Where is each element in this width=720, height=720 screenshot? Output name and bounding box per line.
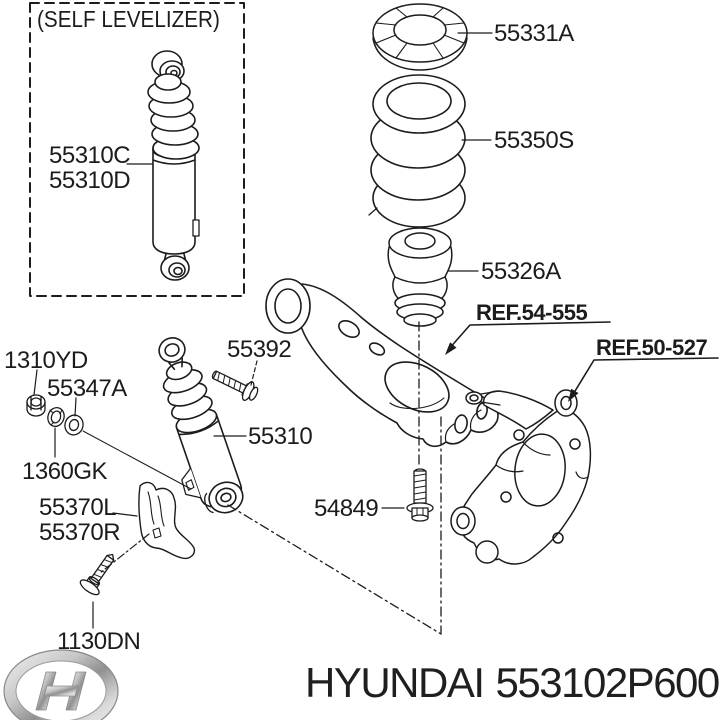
part-label-flange-nut: 1310YD — [4, 347, 88, 374]
part-label-shock-bolt: 55392 — [227, 336, 292, 363]
part-label-plain-washer: 55347A — [47, 375, 127, 402]
rear-arm-drawing — [265, 278, 499, 448]
part-label-shock: 55310 — [248, 423, 313, 450]
inset-box-title: (SELF LEVELIZER) — [37, 6, 220, 32]
coil-spring-drawing — [368, 74, 466, 228]
arm-bolt-drawing — [406, 468, 434, 522]
hyundai-logo-icon — [3, 649, 119, 720]
part-label-coil-spring: 55350S — [494, 127, 574, 154]
shock-absorber-drawing — [158, 337, 244, 514]
self-levelizer-shock-drawing — [147, 50, 200, 281]
self-levelizer-box — [29, 2, 245, 297]
brand-text: HYUNDAI — [305, 659, 485, 706]
ref-label-rear-arm: REF.54-555 — [476, 300, 588, 325]
part-label-shield-right: 55370R — [39, 519, 121, 546]
shock-bolt-drawing — [211, 370, 259, 401]
part-label-shield-left: 55370L — [39, 494, 117, 521]
part-label-arm-bolt: 54849 — [314, 495, 379, 522]
part-number-text: 553102P600 — [495, 659, 720, 706]
spring-pad-drawing — [372, 3, 468, 71]
shield-drawing — [138, 481, 196, 560]
part-label-spring-pad: 55331A — [494, 20, 574, 47]
leader-lines — [33, 32, 493, 629]
part-label-spring-washer: 1360GK — [22, 458, 108, 485]
knuckle-drawing — [450, 389, 592, 565]
bump-stopper-drawing — [387, 227, 453, 327]
ref-callout-lines — [445, 321, 719, 402]
part-label-shield: 55370L 55370R — [39, 494, 121, 546]
part-label-55310c: 55310C — [49, 142, 131, 169]
footer-part-number: HYUNDAI 553102P600 — [305, 659, 720, 707]
plain-washer-drawing — [64, 414, 84, 436]
part-label-55310d: 55310D — [49, 167, 131, 194]
shield-screw-drawing — [79, 553, 115, 596]
flange-nut-drawing — [26, 394, 46, 417]
part-label-55310cd: 55310C 55310D — [49, 142, 131, 194]
part-label-bump-stopper: 55326A — [481, 258, 561, 285]
part-label-shield-screw: 1130DN — [57, 628, 141, 655]
assembly-axis-lines — [227, 321, 442, 635]
ref-label-knuckle: REF.50-527 — [596, 335, 708, 360]
spring-washer-drawing — [47, 406, 65, 428]
